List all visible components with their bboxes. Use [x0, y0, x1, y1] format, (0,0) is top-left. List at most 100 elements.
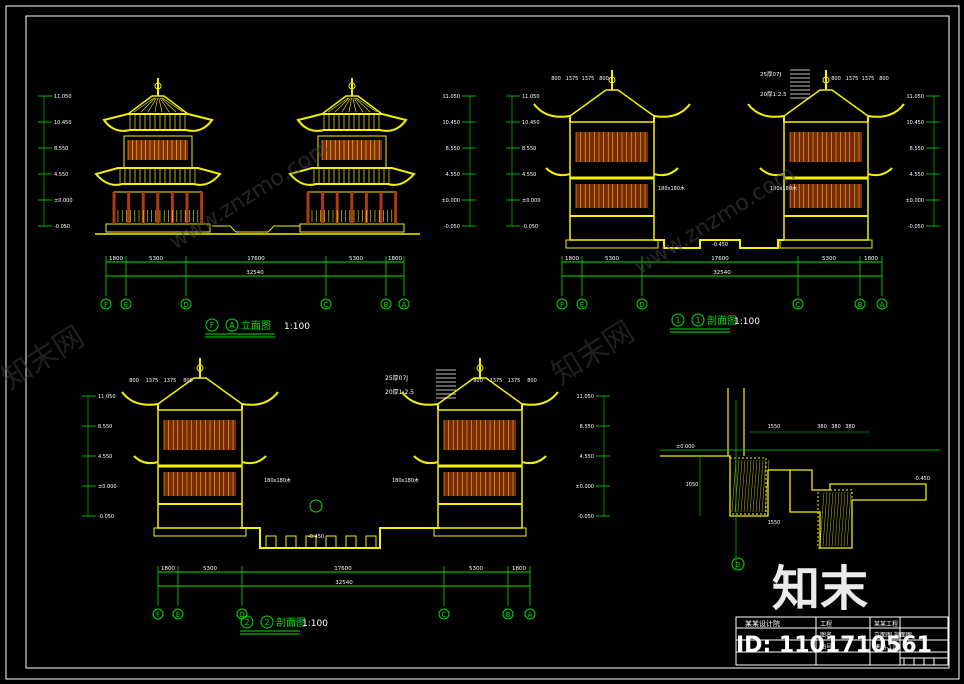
sec1-axis-bubble	[556, 298, 568, 310]
elev-pagoda-left-upper-eave	[102, 113, 214, 132]
elev-right-level-text: -0.050	[444, 224, 460, 230]
sec2-axis-label: B	[506, 611, 511, 619]
elev-right-level-text: 4.550	[446, 172, 460, 178]
sec2-footing	[325, 535, 337, 549]
sec1-ground-slab	[654, 239, 784, 249]
sec1-right-upper-wall	[790, 132, 862, 162]
elev-right-level-text: 8.550	[446, 146, 460, 152]
sec2-title-circle-1: 2	[244, 618, 249, 627]
sec1-dim-total: 32540	[713, 270, 731, 276]
sec1-dim-label: 5300	[822, 256, 836, 262]
sec1-left-level-text: 11.050	[522, 94, 540, 100]
sec1-floor-level: -0.450	[712, 242, 728, 248]
sec2-title-circle-2: 2	[264, 618, 269, 627]
sec1-ridge-dim: 800	[599, 76, 609, 82]
sec2-title-text: 剖面图	[276, 616, 306, 629]
title-block-company: 某某设计院	[745, 619, 780, 628]
sec1-ridge-dim-right: 800	[831, 76, 841, 82]
sec1-title-circle-2: 1	[695, 316, 700, 325]
sec1-ridge-dim-right: 800	[879, 76, 889, 82]
sec2-left-eave-right	[241, 391, 279, 410]
sec2-right-level-text: ±0.000	[575, 484, 594, 490]
sec1-axis-bubble	[636, 298, 648, 310]
sec1-axis-label: A	[880, 301, 885, 309]
section-1-title: 1 1 剖面图 1:100	[670, 313, 760, 333]
sec1-left-lower-wall	[576, 184, 648, 208]
sec2-dim-label: 17600	[334, 566, 352, 572]
sec2-axis-bubble	[438, 608, 450, 620]
detail-concrete-block-2	[817, 489, 853, 549]
section-2-2-drawing: 11.0508.5504.550±0.000-0.05011.0508.5504…	[82, 358, 610, 620]
sec2-right-level-text: -0.050	[578, 514, 594, 520]
sec1-right-eave-left	[747, 103, 785, 122]
elev-right-level-text: ±0.000	[441, 198, 460, 204]
sec2-ridge-dim-right: 1375	[508, 378, 521, 384]
sec1-right-level-text: 8.550	[910, 146, 924, 152]
elev-left-level-text: ±0.000	[54, 198, 73, 204]
sec2-footing	[365, 535, 377, 549]
sec2-title-scale: 1:100	[302, 619, 328, 629]
watermark-id: ID: 1101710561	[736, 633, 932, 658]
elev-axis-bubble	[120, 298, 132, 310]
sec2-left-lower-wall	[164, 472, 236, 496]
sec1-axis-bubble	[854, 298, 866, 310]
sec1-right-lower-eave-left	[759, 167, 785, 177]
elev-title-text: 立面图	[241, 319, 271, 332]
sec2-ridge-dim: 1375	[146, 378, 159, 384]
sec1-axis-bubble	[792, 298, 804, 310]
sec1-left-eave-left	[533, 103, 571, 122]
sec1-ridge-dim: 800	[551, 76, 561, 82]
elev-axis-label: E	[124, 301, 128, 309]
elev-axis-label: C	[324, 301, 329, 309]
sec1-ridge-dim-right: 1375	[846, 76, 859, 82]
detail-foundation-outline	[660, 455, 927, 549]
sec2-note-beam-2: 180x180木	[392, 477, 419, 484]
sec2-ridge-dim: 1375	[164, 378, 177, 384]
elev-right-level-text: 10.450	[443, 120, 461, 126]
sec2-footing	[345, 535, 357, 549]
sec2-footing	[265, 535, 277, 549]
sec1-left-lower-eave-right	[653, 167, 679, 177]
sec2-ridge-dim: 800	[129, 378, 139, 384]
sec1-axis-bubble	[876, 298, 888, 310]
section-1-1-drawing: 11.05010.4508.5504.550±0.000-0.05011.050…	[506, 69, 940, 310]
detail-dim-1: 1550	[768, 424, 781, 430]
sec1-left-upper-wall	[576, 132, 648, 162]
sec1-axis-label: D	[639, 301, 644, 309]
sec1-right-level-text: 10.450	[907, 120, 925, 126]
elev-pagoda-right-lower-eave	[288, 167, 416, 186]
elev-pagoda-right-upper-panel	[322, 140, 382, 160]
sec2-left-level-text: -0.050	[98, 514, 114, 520]
sec1-ridge-dim: 1375	[582, 76, 595, 82]
sec2-dim-label: 1800	[161, 566, 175, 572]
sec2-ridge-dim-right: 1375	[490, 378, 503, 384]
drawing-frame	[5, 5, 960, 680]
sec2-axis-bubble	[502, 608, 514, 620]
sec2-left-lower-eave-left	[133, 455, 159, 465]
sec1-dim-label: 5300	[605, 256, 619, 262]
elev-left-level-text: 11.050	[54, 94, 72, 100]
title-block: 某某设计院 工程 某某工程 图名 立面图 剖面图 图号 建施-11	[735, 616, 949, 666]
sec1-left-level-text: -0.050	[522, 224, 538, 230]
title-block-value-1: 某某工程	[874, 620, 898, 628]
detail-dim-bottom: 1550	[768, 520, 781, 526]
detail-concrete-block	[729, 457, 767, 515]
sec1-right-foundation	[779, 239, 873, 249]
elev-right-level-text: 11.050	[443, 94, 461, 100]
elev-title-circle-1: F	[210, 321, 215, 330]
sec1-title-text: 剖面图	[707, 314, 737, 327]
detail-dim-4: 380	[845, 424, 855, 430]
elev-dim-label: 1800	[109, 256, 123, 262]
detail-dim-3: 380	[831, 424, 841, 430]
elev-title-circle-2: A	[229, 321, 235, 330]
sec1-right-level-text: ±0.000	[905, 198, 924, 204]
sec1-left-eave-right	[653, 103, 691, 122]
sec2-note-1: 25厚07J	[385, 375, 408, 382]
elev-pagoda-right-storey-2	[317, 135, 387, 169]
sec2-detail-marker	[309, 499, 323, 513]
sec2-right-lower-wall	[444, 472, 516, 496]
elevation-title: F A 立面图 1:100	[205, 318, 310, 338]
sec2-right-foundation	[433, 527, 527, 537]
sec1-left-level-text: 4.550	[522, 172, 536, 178]
